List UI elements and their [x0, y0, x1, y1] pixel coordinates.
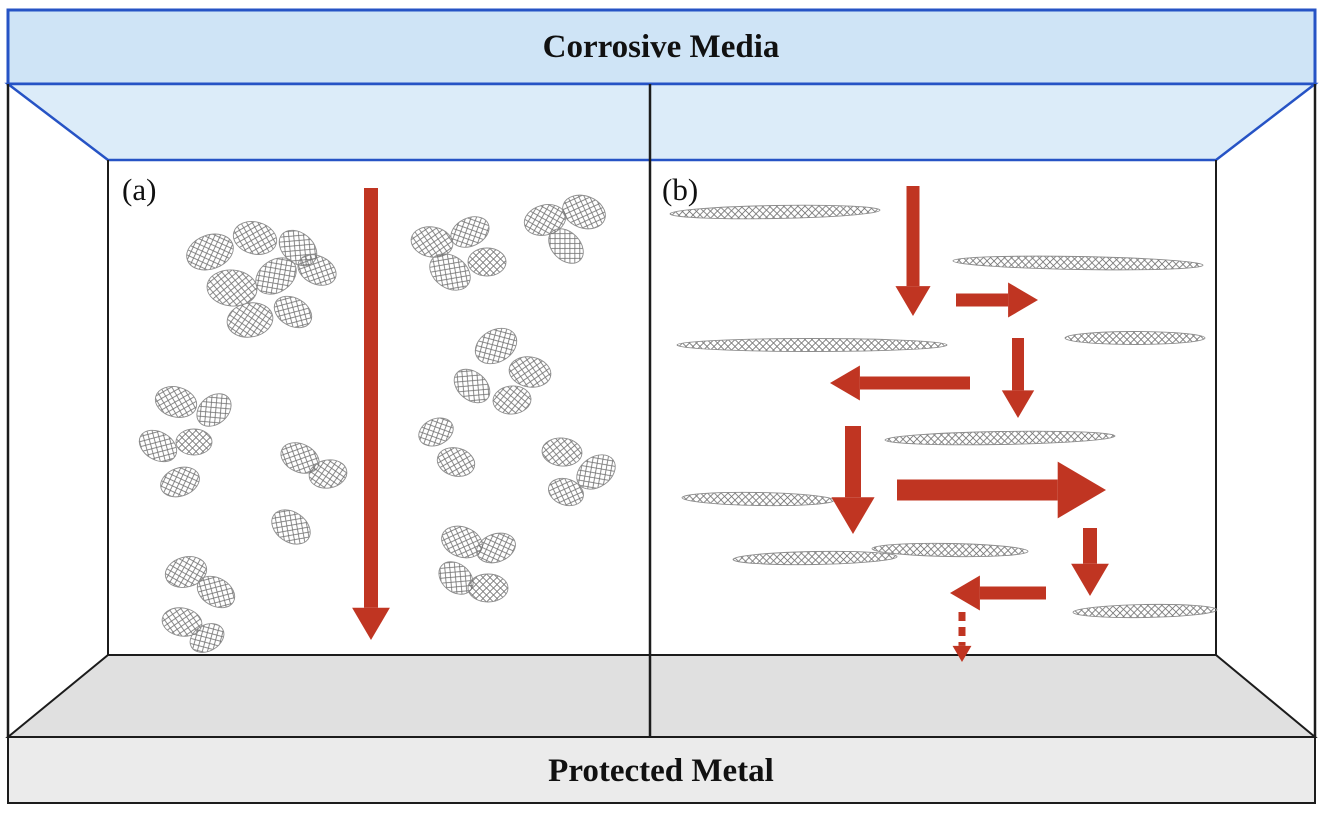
graphene-flake — [206, 269, 258, 307]
red-arrow — [952, 612, 972, 662]
graphene-flake — [138, 429, 178, 463]
graphene-flake — [436, 447, 476, 477]
graphene-sheet — [871, 542, 1029, 558]
red-arrow — [352, 188, 390, 640]
red-arrow — [950, 575, 1046, 611]
graphene-sheet — [676, 338, 948, 352]
graphene-flake — [492, 385, 532, 415]
graphene-flake — [410, 226, 454, 258]
red-arrow — [895, 186, 931, 316]
graphene-sheet — [952, 255, 1204, 271]
graphene-sheet — [681, 491, 835, 507]
panel-b-aligned-graphene-sheets — [669, 204, 1218, 619]
graphene-flake — [476, 532, 516, 564]
graphene-flake — [232, 221, 278, 255]
graphene-flake — [467, 247, 507, 277]
graphene-flake — [548, 477, 584, 507]
panel-b-tortuous-path-arrows — [830, 186, 1109, 662]
metal-slab-top-face — [5, 654, 1318, 738]
graphene-sheet — [884, 430, 1116, 446]
red-arrow — [956, 282, 1038, 318]
red-arrow — [831, 426, 875, 534]
graphene-flake — [196, 393, 232, 427]
graphene-flake — [541, 437, 583, 467]
graphene-sheet — [1072, 603, 1218, 619]
panel-b-label: (b) — [662, 172, 698, 207]
corrosive-media-band — [6, 8, 1317, 86]
graphene-flake — [189, 623, 225, 653]
graphene-flake — [429, 253, 471, 291]
graphene-flake — [576, 454, 616, 490]
graphene-flake — [175, 428, 213, 456]
panel-a-label: (a) — [122, 172, 156, 207]
red-arrow — [830, 365, 970, 401]
graphene-flake — [548, 228, 584, 264]
graphene-flake — [308, 459, 348, 489]
graphene-flake — [226, 302, 274, 338]
lid-inner-face — [4, 82, 1319, 162]
corrosive-media-label: Corrosive Media — [543, 29, 780, 65]
graphene-flake — [508, 356, 552, 388]
graphene-flake — [297, 254, 337, 286]
graphene-flake — [196, 575, 236, 609]
graphene-sheet — [732, 550, 898, 566]
protected-metal-band — [7, 736, 1316, 804]
graphene-flake — [450, 216, 490, 248]
graphene-flake — [255, 257, 297, 295]
red-arrow — [1071, 528, 1109, 596]
graphene-sheet — [669, 204, 881, 220]
graphene-flake — [271, 509, 311, 545]
graphene-flake — [467, 573, 509, 603]
graphene-flake — [474, 327, 518, 365]
red-arrow — [897, 461, 1106, 519]
red-arrow — [1001, 338, 1035, 418]
graphene-flake — [186, 233, 234, 271]
graphene-flake — [273, 295, 313, 329]
graphene-flake — [164, 556, 208, 588]
protected-metal-label: Protected Metal — [548, 753, 774, 789]
panel-a-random-graphene-flakes — [138, 194, 616, 653]
graphene-flake — [418, 417, 454, 447]
graphene-flake — [562, 194, 606, 230]
graphene-flake — [161, 607, 203, 637]
graphene-flake — [453, 368, 491, 404]
graphene-sheet — [1064, 331, 1206, 345]
panel-a-direct-diffusion-arrow — [352, 188, 390, 640]
graphene-flake — [154, 386, 198, 418]
graphene-flake — [160, 466, 200, 498]
